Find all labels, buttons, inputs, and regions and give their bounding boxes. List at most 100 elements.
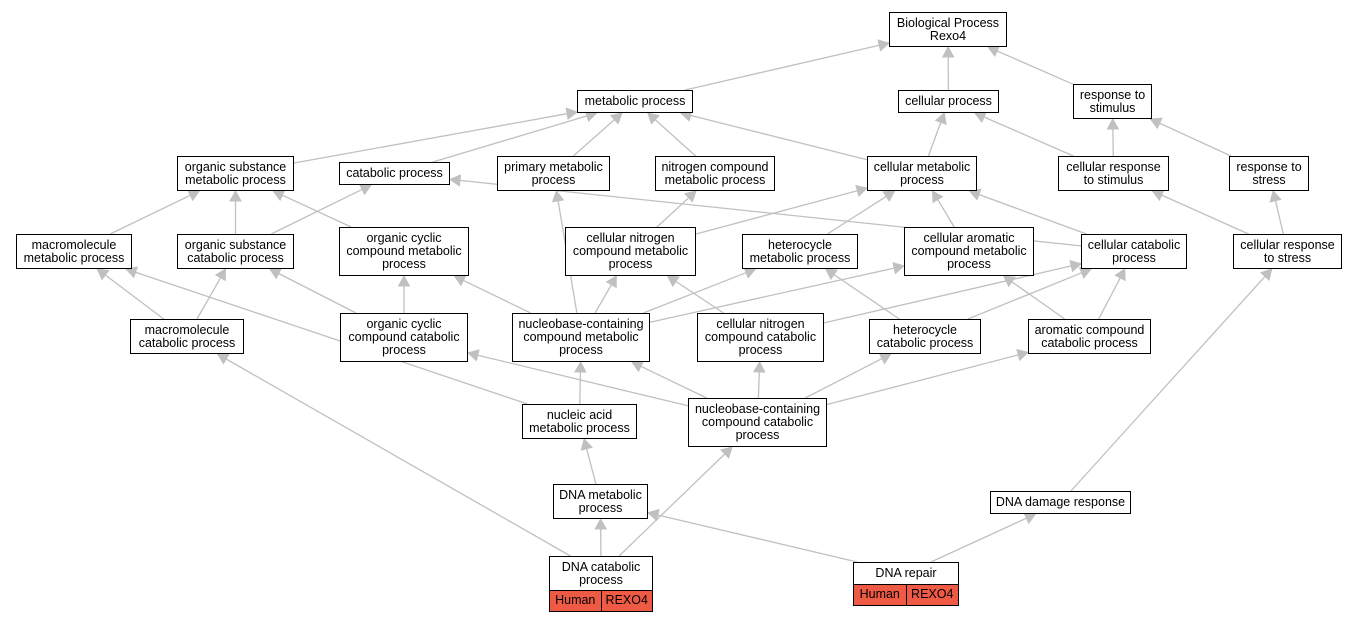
go-term-label-line: process bbox=[579, 572, 623, 587]
go-term-label-line: stress bbox=[1252, 172, 1286, 187]
edge-crst-to-crts bbox=[1161, 194, 1249, 235]
species-tag[interactable]: Human bbox=[555, 593, 596, 607]
go-term-cp[interactable]: cellular process bbox=[898, 90, 999, 113]
edge-arrowhead bbox=[397, 274, 411, 287]
go-term-label-line: catabolic process bbox=[1041, 335, 1138, 350]
go-term-label-line: DNA damage response bbox=[995, 495, 1126, 509]
edge-arrowhead bbox=[987, 45, 1001, 57]
go-term-label-line: metabolic process bbox=[664, 172, 766, 187]
edge-nbcmp-to-cacmp bbox=[649, 267, 895, 323]
edge-hmp-to-cmp bbox=[827, 195, 887, 235]
edge-cacmp-to-cmp bbox=[937, 199, 955, 228]
go-term-label-line: cellular nitrogen bbox=[586, 231, 675, 245]
edge-arrowhead bbox=[1149, 117, 1163, 130]
gene-tag[interactable]: REXO4 bbox=[905, 585, 959, 605]
go-term-label-line: metabolic process bbox=[529, 420, 630, 435]
edge-cncmp-to-ncmp bbox=[656, 197, 690, 228]
species-tag[interactable]: Human bbox=[859, 587, 900, 601]
go-term-label-line: response to bbox=[1236, 159, 1302, 174]
edge-namp-to-nbcmp bbox=[579, 371, 582, 405]
edge-mcp-to-oscp bbox=[196, 277, 222, 320]
go-term-label-line: process bbox=[947, 257, 991, 271]
go-term-label-line: cellular metabolic bbox=[873, 159, 971, 174]
go-term-label-line: nucleic acid bbox=[546, 407, 613, 422]
edge-arrowhead bbox=[609, 112, 623, 125]
go-term-label-line: cellular response bbox=[1240, 237, 1335, 252]
edge-arrowhead bbox=[1106, 117, 1120, 130]
go-term-label-line: DNA catabolic bbox=[561, 559, 641, 574]
go-term-label-line: compound metabolic bbox=[911, 244, 1027, 258]
go-term-label-line: process bbox=[1112, 250, 1156, 265]
edge-cmp-to-cp bbox=[927, 122, 942, 157]
go-term-label-line: compound metabolic bbox=[523, 330, 639, 344]
go-term-label-line: response to bbox=[1079, 87, 1146, 102]
go-term-dnar[interactable]: DNA repair bbox=[853, 562, 959, 585]
go-term-ddr[interactable]: DNA damage response bbox=[990, 491, 1131, 514]
edge-arrowhead bbox=[216, 353, 230, 365]
go-term-label-line: compound metabolic bbox=[572, 244, 689, 258]
go-term-label-line: nitrogen compound bbox=[661, 159, 769, 174]
edge-arrowhead bbox=[647, 112, 660, 125]
edge-nbccp-to-accp bbox=[826, 354, 1019, 406]
edge-arrowhead bbox=[574, 360, 587, 373]
gene-tag[interactable]: REXO4 bbox=[600, 591, 653, 611]
edge-arrowhead bbox=[1151, 189, 1165, 202]
go-term-label-line: cellular aromatic bbox=[923, 231, 1015, 245]
go-term-catp[interactable]: catabolic process bbox=[339, 162, 450, 185]
edge-arrowhead bbox=[1269, 189, 1282, 203]
edge-nbccp-to-occcp bbox=[477, 354, 689, 407]
go-term-label-line: organic substance bbox=[184, 159, 287, 174]
go-term-label-line: process bbox=[738, 343, 783, 357]
edge-dnacp-to-nbccp bbox=[618, 453, 726, 557]
edge-arrowhead bbox=[1016, 348, 1030, 362]
edge-arrowhead bbox=[448, 174, 462, 187]
edge-arrowhead bbox=[941, 45, 955, 58]
edge-arrowhead bbox=[973, 111, 987, 123]
go-term-label-line: heterocycle bbox=[768, 237, 832, 252]
go-term-label-line: catabolic process bbox=[876, 335, 974, 350]
go-term-label-line: metabolic process bbox=[749, 250, 851, 265]
edge-arrowhead bbox=[565, 107, 579, 121]
edge-cnccp-to-cncmp bbox=[675, 280, 724, 314]
go-term-label-line: metabolic process bbox=[584, 94, 686, 108]
go-term-label-line: process bbox=[735, 428, 780, 442]
edge-ccp-to-cmp bbox=[978, 193, 1087, 235]
go-term-label-line: cellular response bbox=[1066, 159, 1161, 174]
edge-arrowhead bbox=[1114, 268, 1126, 282]
go-term-mp[interactable]: metabolic process bbox=[577, 90, 693, 113]
edge-ddr-to-crst bbox=[1070, 275, 1266, 492]
go-term-label-line: compound metabolic bbox=[346, 244, 462, 258]
edge-arrowhead bbox=[1069, 259, 1083, 273]
edge-arrowhead bbox=[229, 189, 242, 202]
edge-arrowhead bbox=[934, 112, 947, 126]
edge-mcp-to-mmp bbox=[104, 274, 165, 320]
